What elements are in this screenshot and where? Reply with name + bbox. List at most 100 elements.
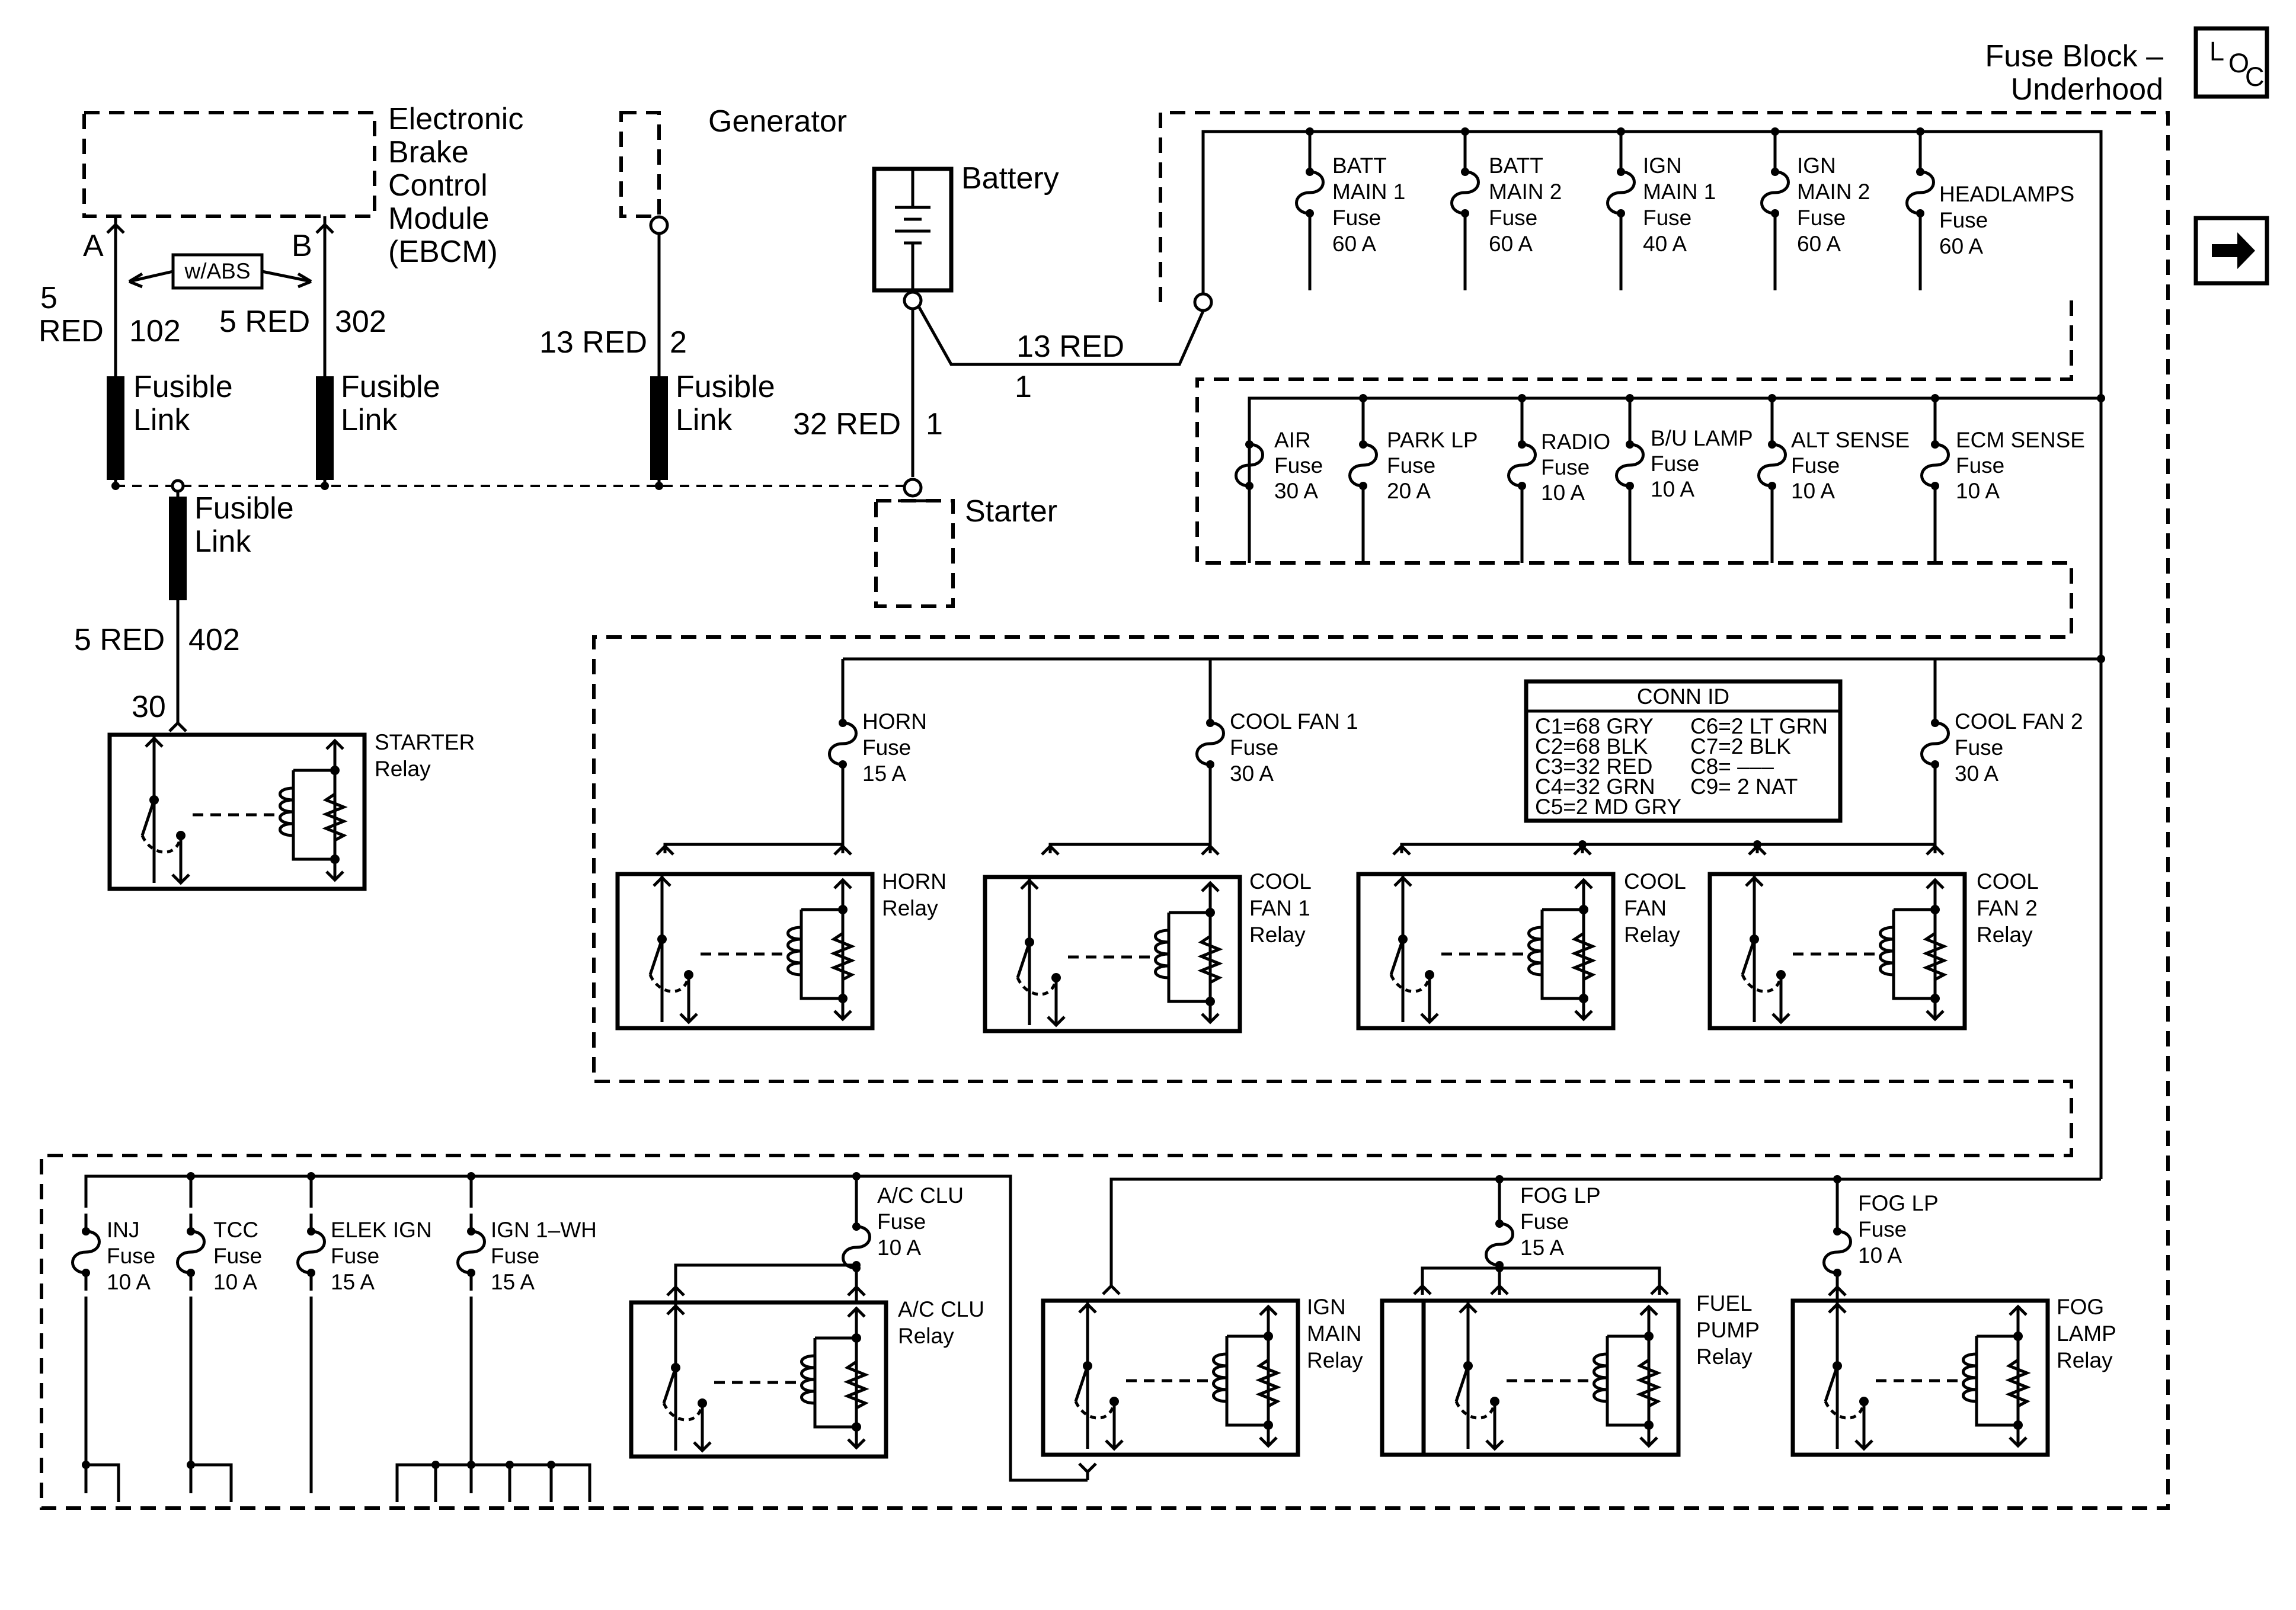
svg-text:C9= 2 NAT: C9= 2 NAT — [1690, 774, 1798, 799]
svg-text:Fusible: Fusible — [133, 370, 233, 404]
svg-text:30 A: 30 A — [1230, 761, 1274, 786]
svg-text:C7=2 BLK: C7=2 BLK — [1690, 734, 1791, 758]
fuse-ign-main-1 — [1608, 127, 1635, 290]
svg-text:Fuse: Fuse — [1651, 452, 1699, 476]
svg-text:C: C — [2245, 62, 2265, 92]
svg-text:5 RED: 5 RED — [74, 623, 165, 657]
svg-text:PUMP: PUMP — [1696, 1318, 1760, 1342]
svg-text:Relay: Relay — [2057, 1348, 2113, 1372]
horn-relay — [618, 873, 872, 1028]
svg-text:1: 1 — [926, 407, 943, 441]
fuse-cool-fan-1 — [1197, 705, 1224, 782]
svg-text:15 A: 15 A — [331, 1270, 375, 1294]
fuse-block-outline — [40, 111, 2170, 1510]
svg-text:RADIO: RADIO — [1541, 430, 1610, 454]
svg-text:Relay: Relay — [1977, 923, 2033, 947]
svg-text:C3=32 RED: C3=32 RED — [1535, 754, 1652, 779]
svg-text:FOG: FOG — [2057, 1295, 2104, 1319]
fusible-link-302 — [316, 376, 334, 480]
svg-text:ALT SENSE: ALT SENSE — [1791, 428, 1910, 452]
svg-text:102: 102 — [129, 314, 181, 348]
svg-text:10 A: 10 A — [877, 1235, 921, 1260]
fuse-batt-main-2 — [1452, 127, 1479, 290]
fusible-link-102 — [107, 376, 124, 480]
svg-text:Fuse: Fuse — [877, 1209, 926, 1234]
fuse-ecm-sense — [1922, 394, 1949, 563]
svg-text:10 A: 10 A — [1651, 477, 1694, 501]
svg-text:Fuse: Fuse — [331, 1244, 379, 1268]
arrow-right-icon[interactable] — [2193, 216, 2269, 286]
svg-text:Fuse: Fuse — [1955, 735, 2003, 760]
svg-text:Fuse: Fuse — [1332, 206, 1381, 230]
svg-text:O: O — [2228, 48, 2249, 78]
svg-text:15 A: 15 A — [862, 761, 906, 786]
svg-text:INJ: INJ — [107, 1218, 140, 1242]
svg-text:MAIN 2: MAIN 2 — [1489, 180, 1562, 204]
svg-text:L: L — [2209, 36, 2224, 66]
fuse-tcc — [167, 1208, 215, 1297]
svg-text:Fuse: Fuse — [1541, 455, 1590, 479]
svg-text:MAIN 1: MAIN 1 — [1643, 180, 1716, 204]
svg-text:MAIN: MAIN — [1307, 1321, 1362, 1346]
svg-text:IGN: IGN — [1307, 1295, 1346, 1319]
row2-fuse-group — [1236, 394, 1949, 563]
svg-text:FAN 1: FAN 1 — [1249, 896, 1310, 920]
location-icon: L O C — [2193, 26, 2269, 99]
svg-text:Fuse: Fuse — [1520, 1209, 1569, 1234]
svg-text:Brake: Brake — [388, 135, 469, 169]
svg-text:Relay: Relay — [898, 1324, 954, 1348]
svg-text:13 RED: 13 RED — [539, 325, 647, 360]
row1-fuse-group — [1297, 127, 1934, 290]
svg-text:ELEK IGN: ELEK IGN — [331, 1218, 432, 1242]
cool-fan-relay — [1358, 873, 1613, 1028]
fusible-link-402 — [169, 497, 187, 600]
svg-text:TCC: TCC — [213, 1218, 258, 1242]
svg-text:20 A: 20 A — [1387, 479, 1431, 503]
svg-text:IGN: IGN — [1797, 153, 1836, 178]
svg-text:MAIN 2: MAIN 2 — [1797, 180, 1870, 204]
svg-text:Fuse: Fuse — [1489, 206, 1537, 230]
svg-text:C1=68 GRY: C1=68 GRY — [1535, 714, 1654, 738]
svg-text:Fuse: Fuse — [213, 1244, 262, 1268]
fuse-alt-sense — [1759, 394, 1786, 563]
svg-text:Link: Link — [133, 403, 190, 437]
svg-text:FOG LP: FOG LP — [1858, 1191, 1939, 1215]
svg-text:Relay: Relay — [375, 757, 431, 781]
svg-text:Fuse: Fuse — [1797, 206, 1846, 230]
svg-text:BATT: BATT — [1332, 153, 1387, 178]
svg-text:(EBCM): (EBCM) — [388, 235, 498, 269]
svg-text:Module: Module — [388, 201, 490, 236]
svg-text:Relay: Relay — [1624, 923, 1680, 947]
svg-text:Fuse: Fuse — [491, 1244, 539, 1268]
fuse-batt-main-1 — [1297, 127, 1323, 290]
battery: Battery — [872, 161, 1059, 293]
fuse-ign-1-wh — [447, 1208, 495, 1297]
svg-text:C4=32 GRN: C4=32 GRN — [1535, 774, 1655, 799]
svg-text:COOL FAN 2: COOL FAN 2 — [1955, 709, 2083, 734]
svg-text:Relay: Relay — [882, 896, 938, 920]
svg-text:HEADLAMPS: HEADLAMPS — [1939, 182, 2074, 206]
svg-text:COOL FAN 1: COOL FAN 1 — [1230, 709, 1358, 734]
ign-main-relay — [1043, 1299, 1298, 1455]
fuse-block-title-1: Fuse Block – — [1985, 39, 2163, 73]
svg-text:FUEL: FUEL — [1696, 1291, 1753, 1315]
svg-text:Relay: Relay — [1249, 923, 1306, 947]
svg-text:B: B — [292, 229, 312, 263]
svg-text:C6=2 LT GRN: C6=2 LT GRN — [1690, 714, 1828, 738]
svg-text:AIR: AIR — [1274, 428, 1311, 452]
svg-text:10 A: 10 A — [107, 1270, 151, 1294]
svg-text:30 A: 30 A — [1274, 479, 1318, 503]
svg-text:C8= –––: C8= ––– — [1690, 754, 1774, 779]
svg-text:Fusible: Fusible — [194, 491, 294, 526]
fusible-link-generator — [650, 376, 668, 480]
fuse-block-title-2: Underhood — [2011, 72, 2163, 107]
generator: Generator — [619, 104, 847, 218]
svg-text:5: 5 — [40, 281, 57, 315]
fuse-ign-main-2 — [1762, 127, 1789, 290]
conn-id-table: CONN ID C1=68 GRY C2=68 BLK C3=32 RED C4… — [1524, 679, 1843, 823]
svg-text:Fuse: Fuse — [1387, 453, 1435, 478]
svg-text:30: 30 — [132, 690, 166, 724]
svg-text:ECM SENSE: ECM SENSE — [1956, 428, 2085, 452]
svg-text:BATT: BATT — [1489, 153, 1543, 178]
